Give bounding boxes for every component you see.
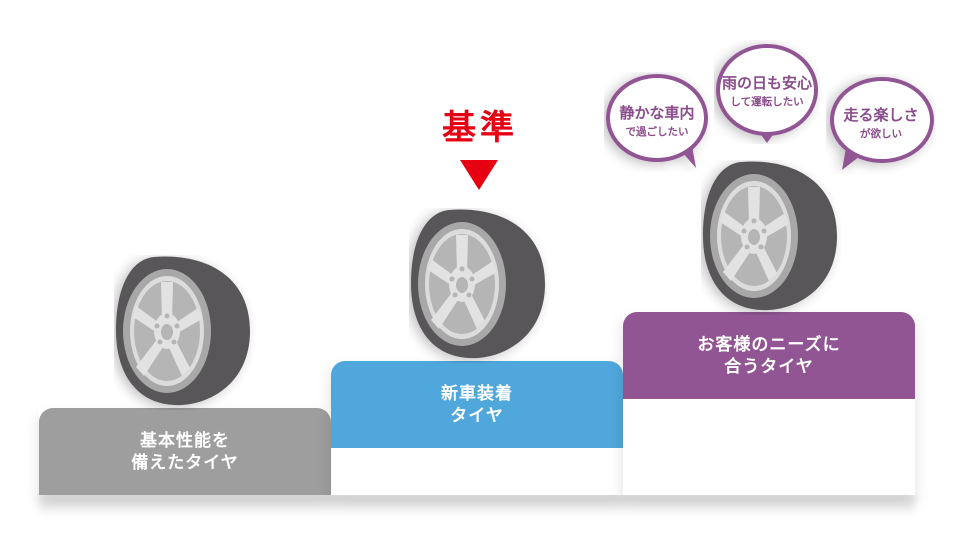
- step-customer-tire: お客様のニーズに 合うタイヤ: [623, 312, 915, 495]
- speech-bubble-rain: 雨の日も安心 して運転したい: [714, 40, 820, 144]
- podium-shadow: [39, 495, 915, 515]
- step-oem-label: 新車装着 タイヤ: [331, 361, 623, 448]
- speech-bubble-icon: [606, 74, 708, 168]
- step-oem-tire: 新車装着 タイヤ: [331, 361, 623, 495]
- tire-icon-customer: [703, 161, 837, 311]
- down-triangle-icon: [460, 160, 498, 190]
- speech-bubble-icon: [830, 77, 934, 170]
- tire-icon-oem: [411, 209, 545, 359]
- tire-icon-basic: [116, 256, 250, 406]
- step-oem-line2: タイヤ: [450, 405, 504, 426]
- speech-bubble-icon: [716, 44, 818, 143]
- step-basic-line2: 備えたタイヤ: [131, 452, 239, 473]
- step-basic-tire: 基本性能を 備えたタイヤ: [39, 408, 331, 495]
- bubble-fun-line2: が欲しい: [860, 128, 902, 140]
- step-customer-line1: お客様のニーズに: [697, 334, 841, 355]
- bubble-rain-line2: して運転したい: [730, 96, 804, 108]
- bubble-rain-line1: 雨の日も安心: [721, 74, 812, 92]
- speech-bubble-fun: 走る楽しさ が欲しい: [826, 74, 936, 174]
- step-customer-line2: 合うタイヤ: [724, 356, 814, 377]
- speech-bubble-quiet: 静かな車内 で過ごしたい: [604, 72, 710, 172]
- bubble-quiet-line2: で過ごしたい: [625, 126, 689, 138]
- step-customer-label: お客様のニーズに 合うタイヤ: [623, 312, 915, 399]
- standard-marker-label: 基準: [442, 108, 518, 148]
- step-oem-line1: 新車装着: [441, 383, 513, 404]
- step-basic-line1: 基本性能を: [140, 430, 230, 451]
- step-basic-label: 基本性能を 備えたタイヤ: [39, 408, 331, 495]
- bubble-quiet-line1: 静かな車内: [619, 104, 695, 122]
- bubble-fun-line1: 走る楽しさ: [843, 106, 919, 124]
